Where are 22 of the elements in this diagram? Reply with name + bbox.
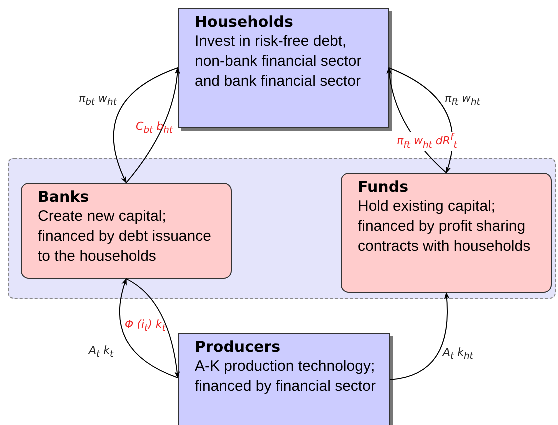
process-box	[178, 8, 389, 128]
box-heading: Banks	[38, 188, 90, 207]
box-description: Hold existing capital; financed by profit sharing contracts with households	[358, 197, 532, 257]
curved-arrow	[390, 292, 450, 380]
box-description: Invest in risk-free debt, non-bank financial sector and bank financial sector	[195, 32, 363, 92]
box-heading: Households	[195, 13, 294, 32]
dashed-group-band	[8, 158, 556, 299]
edge-label: C$_{bt}$ b$_{ht}$	[135, 120, 174, 136]
edge-label: A$_{t}$ k$_{ht}$	[442, 346, 474, 362]
rounded-box	[21, 183, 232, 279]
edge-label: π$_{ft}$ w$_{ht}$	[444, 92, 482, 108]
edge-label: A$_{t}$ k$_{t}$	[88, 344, 115, 360]
box-heading: Producers	[195, 338, 282, 357]
box-heading: Funds	[358, 178, 410, 197]
rounded-box	[341, 173, 552, 293]
box-description: Create new capital; financed by debt issuance to the households	[38, 207, 212, 267]
curved-arrow	[126, 67, 180, 184]
edge-label: π$_{bt}$ w$_{ht}$	[78, 92, 118, 108]
edge-label: Φ (i$_{t}$) k$_{t}$	[124, 318, 167, 334]
box-description: A-K production technology; financed by financial sector	[195, 357, 377, 397]
process-box	[178, 333, 390, 425]
curved-arrow	[113, 68, 178, 184]
